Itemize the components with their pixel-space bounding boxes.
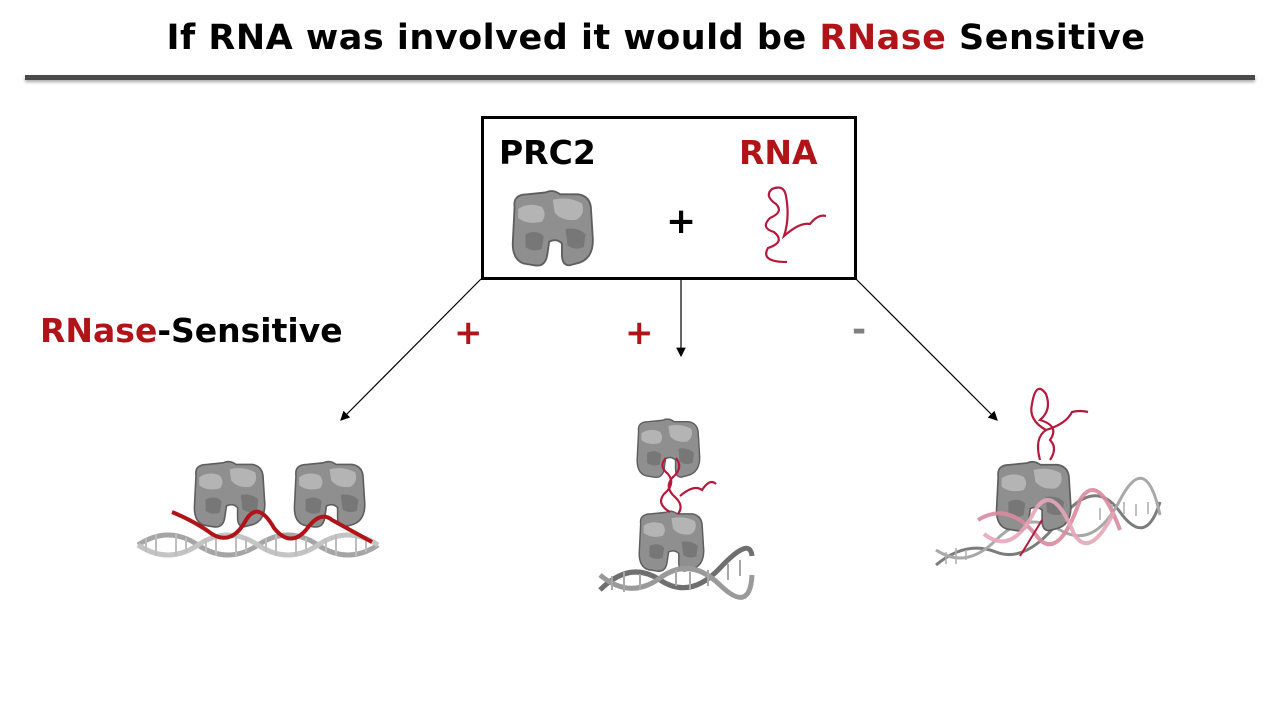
rna-strand-icon	[764, 186, 827, 264]
title-suffix: Sensitive	[946, 18, 1146, 58]
dna-helix-icon	[136, 532, 380, 558]
rnase-sensitive-rest: -Sensitive	[157, 311, 343, 350]
rna-strand-icon	[171, 509, 373, 544]
rnase-sensitive-label: RNase-Sensitive	[40, 311, 343, 350]
rna-strand-icon	[660, 457, 717, 515]
outcome-sign-2: +	[625, 313, 654, 353]
reactants-box: PRC2 RNA +	[481, 116, 857, 280]
rna-strand-icon	[1030, 387, 1089, 461]
prc2-protein-icon	[193, 460, 266, 528]
title-divider	[25, 75, 1255, 80]
arrow-left	[340, 278, 482, 421]
prc2-label: PRC2	[499, 133, 596, 172]
title-highlight: RNase	[819, 18, 947, 58]
rna-dna-hybrid-icon	[976, 488, 1122, 557]
outcome-sign-3: -	[852, 310, 867, 350]
plus-operator: +	[666, 201, 697, 242]
title-prefix: If RNA was involved it would be	[166, 18, 820, 58]
prc2-protein-icon	[638, 510, 705, 573]
dna-helix-icon	[598, 545, 755, 600]
slide-title: If RNA was involved it would be RNase Se…	[0, 18, 1280, 58]
rna-label: RNA	[739, 133, 818, 172]
prc2-protein-icon	[636, 418, 701, 479]
arrow-right	[855, 278, 998, 421]
rnase-sensitive-highlight: RNase	[40, 311, 158, 350]
prc2-protein-icon	[511, 189, 594, 267]
outcome-sign-1: +	[454, 313, 483, 353]
